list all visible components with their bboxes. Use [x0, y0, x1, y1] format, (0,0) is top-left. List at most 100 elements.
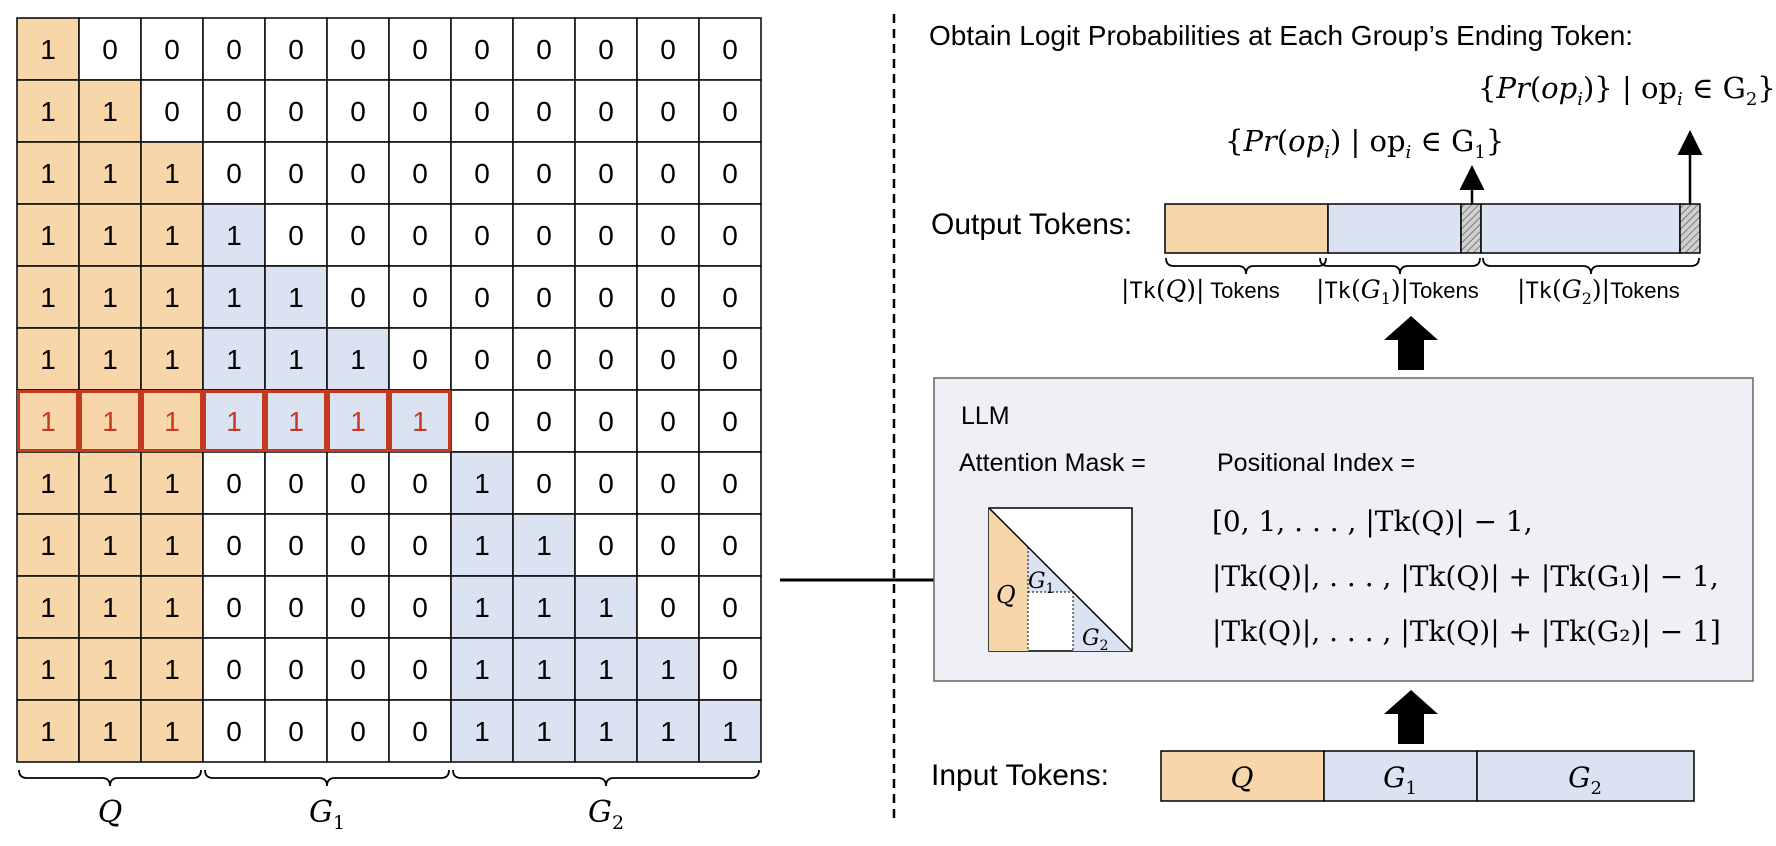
- matrix-cell-value: 1: [164, 530, 180, 561]
- matrix-cell-value: 0: [722, 530, 738, 561]
- matrix-cell-value: 1: [598, 716, 614, 747]
- matrix-cell-value: 0: [474, 220, 490, 251]
- matrix-cell-value: 0: [350, 158, 366, 189]
- matrix-cell-value: 0: [350, 530, 366, 561]
- matrix-cell: [16, 451, 80, 515]
- matrix-brace-g2: [452, 769, 760, 787]
- matrix-cell-value: 0: [474, 406, 490, 437]
- matrix-cell: [326, 203, 390, 267]
- mini-mask-g1-label: G1: [1028, 569, 1055, 597]
- matrix-cell-value: 0: [598, 530, 614, 561]
- matrix-cell-value: 0: [288, 716, 304, 747]
- matrix-cell: [140, 265, 204, 329]
- matrix-cell: [140, 389, 204, 453]
- matrix-cell-value: 0: [288, 220, 304, 251]
- matrix-cell-value: 0: [660, 34, 676, 65]
- matrix-cell-value: 1: [598, 592, 614, 623]
- matrix-cell-value: 0: [412, 344, 428, 375]
- matrix-cell: [698, 17, 762, 81]
- input-g1-label: G1: [1383, 761, 1417, 799]
- matrix-cell: [636, 575, 700, 639]
- matrix-cell: [16, 389, 80, 453]
- matrix-cell-value: 0: [598, 158, 614, 189]
- matrix-group-label-q: Q: [98, 795, 123, 830]
- matrix-cell-value: 1: [40, 716, 56, 747]
- matrix-cell: [202, 389, 266, 453]
- matrix-cell-value: 0: [660, 158, 676, 189]
- output-brace-q: [1165, 257, 1327, 275]
- matrix-cell: [574, 17, 638, 81]
- matrix-cell: [326, 637, 390, 701]
- output-segment-g1: [1327, 203, 1462, 254]
- matrix-cell-value: 1: [102, 530, 118, 561]
- matrix-cell: [78, 17, 142, 81]
- highlighted-row-cell: [203, 390, 265, 452]
- matrix-cell-value: 0: [722, 406, 738, 437]
- matrix-cell-value: 1: [40, 406, 56, 437]
- matrix-cell-value: 1: [474, 530, 490, 561]
- matrix-cell: [512, 513, 576, 577]
- mini-mask-q-label: Q: [996, 581, 1016, 609]
- output-brace-g2: [1482, 257, 1700, 275]
- matrix-cell: [450, 265, 514, 329]
- matrix-cell: [388, 327, 452, 391]
- matrix-cell-value: 1: [536, 716, 552, 747]
- matrix-cell: [636, 203, 700, 267]
- matrix-cell-value: 1: [722, 716, 738, 747]
- matrix-cell-value: 0: [412, 468, 428, 499]
- matrix-cell-value: 1: [164, 406, 180, 437]
- matrix-cell-value: 1: [474, 716, 490, 747]
- matrix-cell-value: 1: [164, 468, 180, 499]
- output-token-bar: [1164, 203, 1701, 254]
- matrix-cell-value: 0: [660, 592, 676, 623]
- matrix-cell: [698, 575, 762, 639]
- matrix-cell: [264, 79, 328, 143]
- matrix-cell: [636, 451, 700, 515]
- matrix-cell-value: 1: [102, 468, 118, 499]
- matrix-cell-value: 1: [102, 344, 118, 375]
- matrix-cell: [512, 203, 576, 267]
- matrix-cell: [78, 637, 142, 701]
- matrix-cell: [202, 141, 266, 205]
- matrix-cell: [202, 575, 266, 639]
- matrix-cell: [512, 637, 576, 701]
- matrix-cell: [326, 513, 390, 577]
- matrix-cell: [698, 79, 762, 143]
- matrix-cell-value: 1: [102, 158, 118, 189]
- matrix-brace-g1: [204, 769, 450, 787]
- matrix-cell-value: 0: [598, 406, 614, 437]
- llm-output-arrow: [1384, 316, 1438, 370]
- matrix-cell-value: 0: [412, 530, 428, 561]
- positional-index-line-2: |Tk(Q)|, . . . , |Tk(Q)| + |Tk(G₁)| − 1,: [1212, 560, 1719, 593]
- highlighted-row-cell: [389, 390, 451, 452]
- input-g2-label: G2: [1568, 761, 1602, 799]
- matrix-cell-value: 0: [412, 282, 428, 313]
- matrix-cell-value: 0: [660, 530, 676, 561]
- matrix-cell-value: 0: [164, 34, 180, 65]
- matrix-cell-value: 0: [226, 592, 242, 623]
- matrix-cell-value: 0: [350, 34, 366, 65]
- matrix-cell-value: 0: [350, 220, 366, 251]
- matrix-cell: [16, 203, 80, 267]
- matrix-cell: [264, 451, 328, 515]
- matrix-cell-value: 0: [288, 654, 304, 685]
- matrix-brace-q: [18, 769, 202, 787]
- mini-mask-q-region: [989, 508, 1028, 651]
- matrix-cell-value: 0: [412, 220, 428, 251]
- attention-mask-label: Attention Mask =: [959, 449, 1146, 477]
- matrix-cell-value: 0: [226, 654, 242, 685]
- matrix-cell-value: 0: [474, 96, 490, 127]
- matrix-cell-value: 1: [40, 34, 56, 65]
- positional-index-label: Positional Index =: [1217, 449, 1415, 477]
- matrix-cell-value: 1: [102, 716, 118, 747]
- matrix-cell-value: 1: [164, 344, 180, 375]
- matrix-cell: [388, 265, 452, 329]
- highlighted-row-cell: [17, 390, 79, 452]
- matrix-cell: [388, 79, 452, 143]
- matrix-cell: [698, 203, 762, 267]
- matrix-cell-value: 0: [536, 282, 552, 313]
- matrix-cell: [388, 575, 452, 639]
- matrix-cell-value: 0: [536, 158, 552, 189]
- matrix-group-label-g1: G1: [309, 795, 345, 834]
- matrix-cell: [264, 699, 328, 763]
